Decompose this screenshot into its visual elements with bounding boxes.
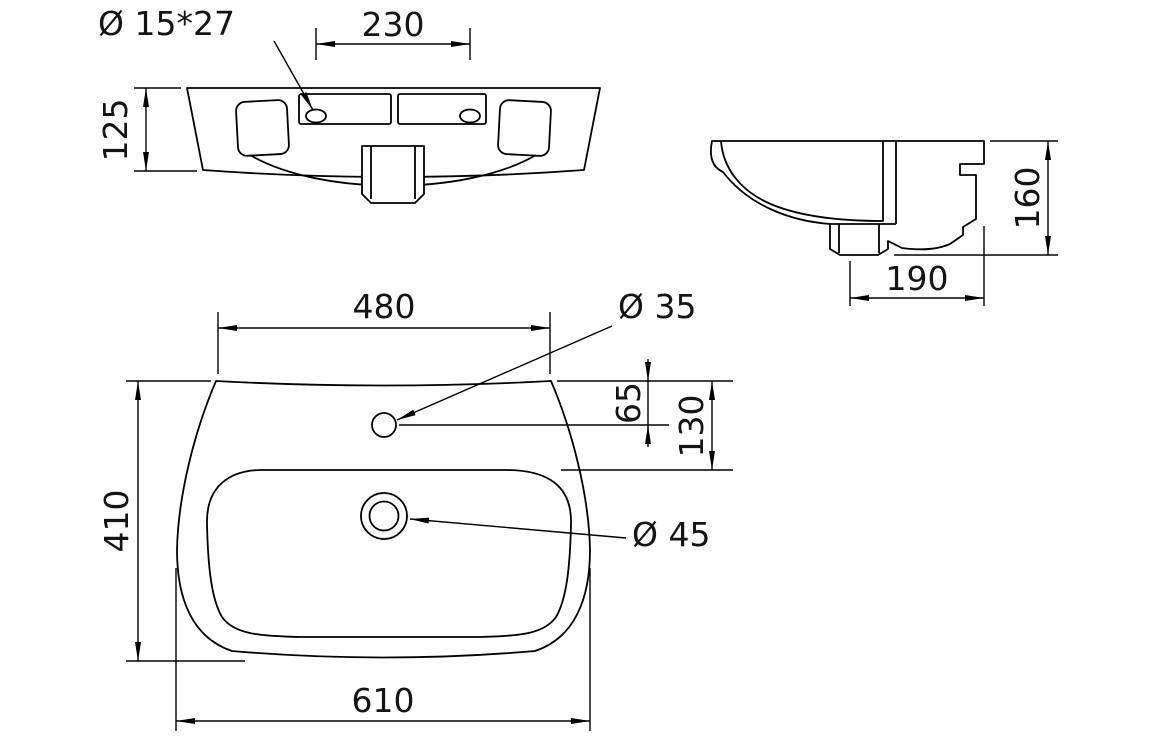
plan-outline <box>176 380 591 659</box>
taphole-dia-label: Ø 35 <box>618 287 696 326</box>
taphole-leader-line <box>396 325 613 421</box>
dim-230-label: 230 <box>362 5 425 44</box>
dim-160-label: 160 <box>1008 167 1047 230</box>
front-left-panel <box>235 99 290 157</box>
side-view <box>710 140 985 256</box>
side-bowl-inner-curve <box>720 140 884 222</box>
dim-130-label: 130 <box>672 395 711 458</box>
front-taphole-left <box>305 108 327 124</box>
front-view-dimensions: Ø 15*27 230 125 <box>96 4 471 172</box>
dim-480-label: 480 <box>353 287 416 326</box>
tap-hole-leader-line <box>273 40 314 111</box>
waste-dia-label: Ø 45 <box>632 515 710 554</box>
dim-610-label: 610 <box>352 681 415 720</box>
plan-taphole-circle <box>371 412 397 438</box>
plan-bowl-inner-outline <box>206 469 572 638</box>
plan-view <box>176 380 591 659</box>
front-view <box>186 87 601 204</box>
plan-waste-inner-circle <box>368 500 400 532</box>
front-deck-left <box>298 93 392 125</box>
dim-125-label: 125 <box>96 99 135 162</box>
dim-190-label: 190 <box>886 259 949 298</box>
front-right-panel <box>497 99 552 157</box>
waste-leader-line <box>409 517 627 539</box>
plan-view-dimensions: 480 Ø 35 65 130 410 Ø 45 610 <box>97 287 733 731</box>
front-waste-trap <box>361 145 425 204</box>
dim-65-label: 65 <box>609 382 648 424</box>
front-deck-right <box>397 93 487 125</box>
front-taphole-right <box>459 108 481 124</box>
side-outline <box>710 140 985 256</box>
dim-410-label: 410 <box>97 490 136 553</box>
tap-hole-size-label: Ø 15*27 <box>98 4 235 43</box>
plan-waste-outer-circle <box>360 492 408 540</box>
side-view-dimensions: 160 190 <box>849 140 1058 306</box>
